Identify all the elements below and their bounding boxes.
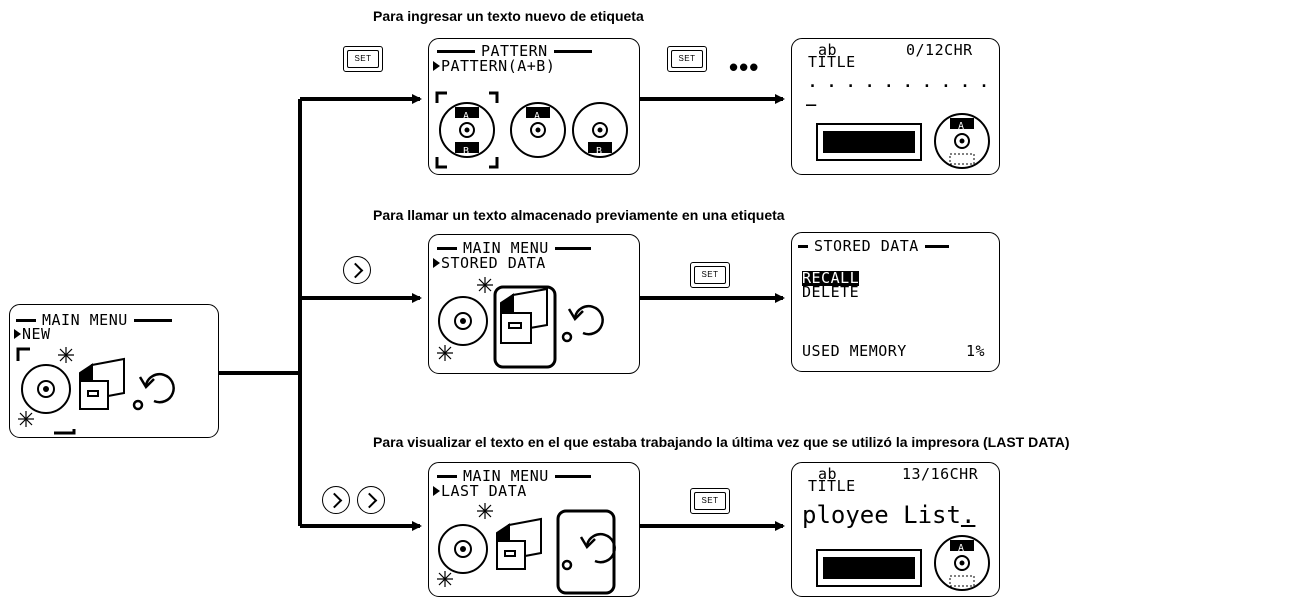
cursor-arrow-icon [14, 329, 21, 339]
screen-header: MAIN MENU [42, 311, 128, 329]
disc-label-a: A [534, 111, 541, 122]
input-mode: ab [818, 41, 838, 59]
char-counter: 13/16CHR [902, 465, 979, 483]
repeat-ellipsis: ••• [729, 52, 760, 82]
cursor-arrow-icon [433, 61, 440, 71]
label-length-indicator [816, 549, 922, 587]
return-icon [132, 372, 175, 411]
title-label: TITLE [808, 53, 856, 71]
lcd-screen-pattern: PATTERN PATTERN(A+B) A B A B [428, 38, 640, 175]
lcd-screen-last-menu: MAIN MENU LAST DATA [428, 462, 640, 597]
drawer-icon [500, 287, 548, 344]
return-icon [561, 304, 604, 343]
right-arrow-key-button[interactable] [322, 486, 350, 514]
sparkle-icon [437, 571, 453, 587]
used-memory-label: USED MEMORY [802, 342, 907, 360]
menu-item-recall[interactable]: RECALL [802, 269, 860, 287]
right-arrow-key-button[interactable] [343, 256, 371, 284]
menu-selected-item: PATTERN(A+B) [441, 57, 556, 75]
lcd-screen-title-last: ab 13/16CHR TITLE ployee List. A [791, 462, 1000, 597]
set-key-button[interactable]: SET [343, 46, 383, 72]
disc-icon [438, 296, 488, 346]
right-arrow-key-button[interactable] [357, 486, 385, 514]
disc-label-b: B [596, 146, 603, 157]
used-memory-value: 1% [966, 342, 986, 360]
lcd-screen-title-new: ab 0/12CHR TITLE . . . . . . . . . . . _… [791, 38, 1000, 175]
disc-b-icon [572, 102, 628, 158]
menu-icons [16, 347, 175, 435]
disc-label-a: A [958, 121, 965, 132]
disc-icon [438, 524, 488, 574]
disc-icon [934, 113, 990, 169]
drawer-icon [79, 357, 125, 410]
menu-icons [437, 277, 604, 369]
char-counter: 0/12CHR [906, 41, 973, 59]
set-key-button[interactable]: SET [690, 262, 730, 288]
menu-item-delete[interactable]: DELETE [802, 283, 860, 301]
sparkle-icon [18, 411, 34, 427]
pattern-icons [435, 91, 628, 169]
menu-selected-item: LAST DATA [441, 482, 527, 500]
caption-stored-label: Para llamar un texto almacenado previame… [373, 207, 785, 223]
set-key-button[interactable]: SET [667, 46, 707, 72]
disc-a-icon [510, 102, 566, 158]
label-length-indicator [816, 123, 922, 161]
disc-icon [21, 364, 71, 414]
caption-last-data: Para visualizar el texto en el que estab… [373, 434, 1070, 450]
label-text: ployee List. [802, 501, 976, 529]
disc-label-a: A [463, 111, 470, 122]
cursor-arrow-icon [433, 258, 440, 268]
sparkle-icon [58, 347, 74, 363]
sparkle-icon [437, 345, 453, 361]
menu-selected-item: STORED DATA [441, 254, 546, 272]
disc-label-a: A [958, 543, 965, 554]
disc-label-b: B [463, 146, 470, 157]
disc-ab-icon [439, 102, 495, 158]
screen-header: STORED DATA [814, 237, 919, 255]
caption-new-label: Para ingresar un texto nuevo de etiqueta [373, 8, 644, 24]
screen-header: MAIN MENU [463, 467, 549, 485]
title-label: TITLE [808, 477, 856, 495]
set-key-button[interactable]: SET [690, 488, 730, 514]
input-mode: ab [818, 465, 838, 483]
sparkle-icon [477, 503, 493, 519]
lcd-screen-stored-data: STORED DATA RECALL DELETE USED MEMORY 1% [791, 232, 1000, 372]
screen-header: MAIN MENU [463, 239, 549, 257]
return-icon [561, 532, 616, 571]
text-cursor: _ [806, 87, 817, 107]
lcd-screen-stored-menu: MAIN MENU STORED DATA [428, 234, 640, 374]
empty-text-dots: . . . . . . . . . . . [808, 73, 1000, 91]
cursor-arrow-icon [433, 486, 440, 496]
screen-header: PATTERN [481, 42, 548, 60]
disc-icon [934, 535, 990, 591]
menu-icons [437, 503, 616, 595]
menu-selected-item: NEW [22, 325, 51, 343]
text-cursor: . [960, 501, 976, 529]
lcd-screen-start: MAIN MENU NEW [9, 304, 219, 438]
drawer-icon [496, 517, 542, 570]
sparkle-icon [477, 277, 493, 293]
